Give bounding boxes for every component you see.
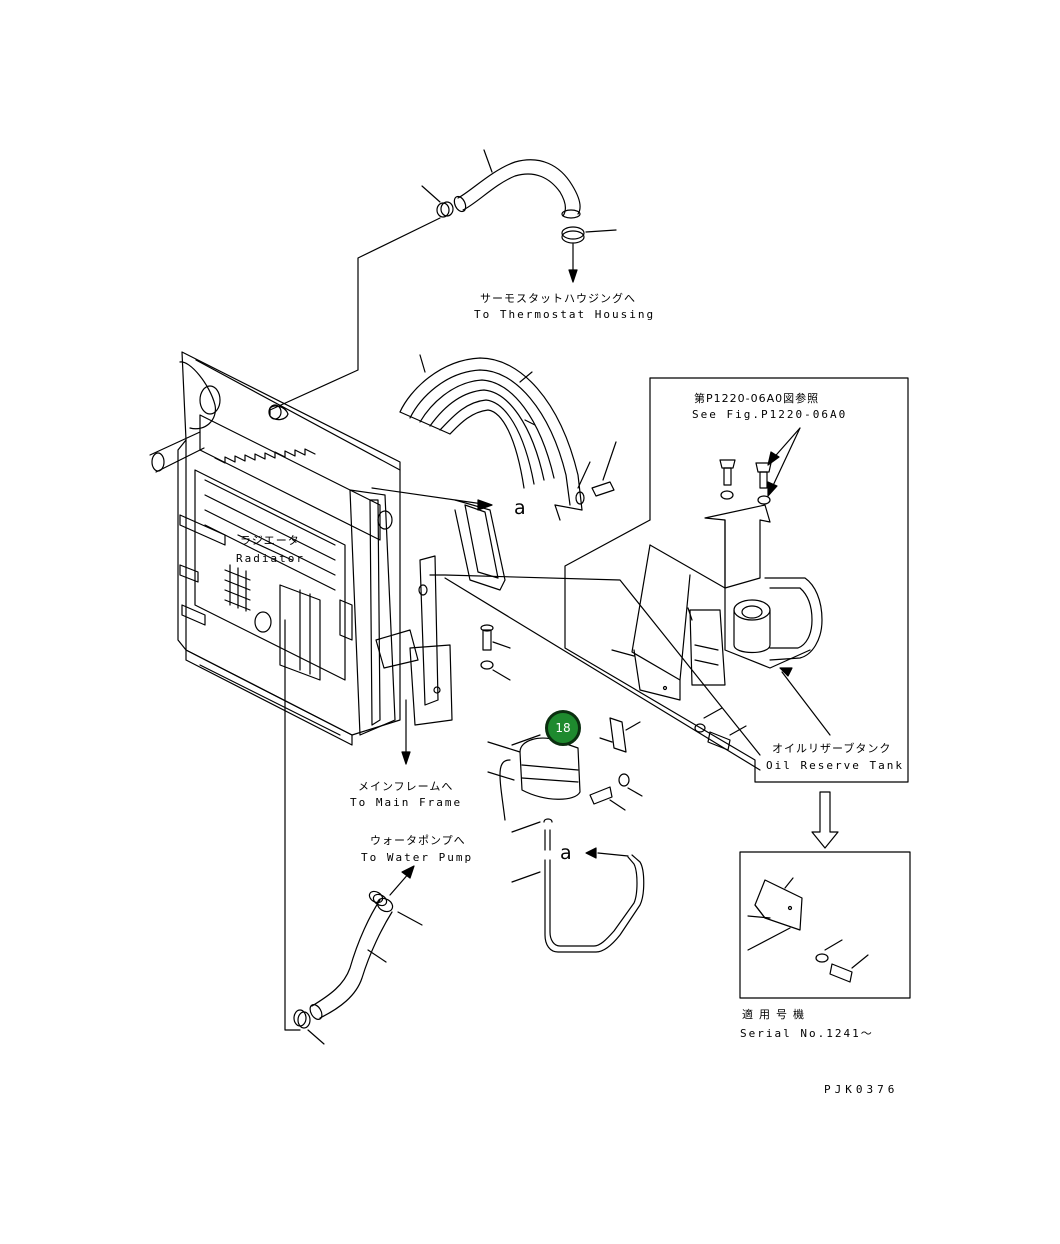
see-fig-label-en: See Fig.P1220-06A0: [692, 408, 848, 421]
thermostat-label-ja: サーモスタットハウジングへ: [480, 292, 636, 305]
see-fig-arrows: [767, 427, 801, 497]
thermostat-label-en: To Thermostat Housing: [474, 308, 656, 321]
bracket-right-of-tank: [599, 717, 641, 753]
reference-a-top: a: [514, 497, 526, 519]
leader-line-lower: [284, 619, 301, 1031]
drawing-code: PJK0376: [824, 1083, 899, 1096]
radiator-label-en: Radiator: [236, 552, 305, 565]
washer-and-bolt-shroud: [575, 441, 617, 505]
bolt-and-washer-bracket: [480, 624, 511, 681]
serial-variant-bracket: [747, 877, 869, 983]
upper-hose: [453, 149, 581, 219]
leader-line-upper: [269, 217, 441, 411]
hollow-arrow-down: [811, 791, 839, 849]
radiator-assembly: [149, 351, 401, 746]
hose-clamp-upper-left: [421, 185, 454, 218]
see-fig-label-ja: 第P1220-06A0図参照: [694, 392, 820, 405]
arrow-ref-a-bottom: [585, 847, 629, 859]
hose-clamp-lower-bottom: [293, 1009, 325, 1045]
tank-bolts: [719, 459, 772, 505]
fan-shroud: [399, 354, 583, 521]
sub-tank-item-18: [487, 734, 581, 821]
tank-mounting-bracket: [611, 544, 726, 701]
serial-variant-frame: [739, 851, 911, 999]
lower-hose: [309, 897, 394, 1020]
arrow-to-main-frame: [401, 699, 411, 765]
oil-reserve-tank: [649, 504, 823, 669]
main-frame-label-en: To Main Frame: [350, 796, 463, 809]
water-pump-label-ja: ウォータポンプへ: [370, 834, 466, 847]
arrow-ref-a-top: [371, 487, 493, 511]
radiator-side-bracket: [375, 555, 453, 726]
serial-label-ja: 適用号機: [742, 1008, 810, 1021]
oil-tank-label-ja: オイルリザーブタンク: [772, 742, 892, 755]
reference-a-bottom: a: [560, 842, 572, 864]
oil-tank-leader-arrowhead: [779, 667, 793, 677]
serial-label-en: Serial No.1241〜: [740, 1027, 874, 1040]
arrow-to-water-pump: [389, 865, 415, 896]
drain-tube: [511, 818, 645, 953]
part-callout-18[interactable]: 18: [545, 710, 581, 746]
leader-line-middle: [429, 574, 761, 756]
main-frame-label-ja: メインフレームへ: [358, 780, 454, 793]
oil-tank-label-en: Oil Reserve Tank: [766, 759, 904, 772]
arrow-to-thermostat: [568, 243, 578, 283]
oil-reserve-tank-reference-frame: [564, 377, 909, 783]
hose-clamp-upper-right: [561, 226, 617, 244]
oil-tank-leader: [781, 671, 831, 736]
leader-line-middle-2: [444, 577, 761, 771]
radiator-leader: [237, 534, 293, 561]
bolt-washer-sub-tank: [589, 773, 643, 811]
tank-bolt-washer-lower: [694, 707, 747, 751]
radiator-label-ja: ラジエータ: [240, 534, 300, 547]
hose-clamp-lower-top: [368, 890, 423, 926]
shroud-strap-inner: [464, 504, 499, 579]
water-pump-label-en: To Water Pump: [361, 851, 474, 864]
